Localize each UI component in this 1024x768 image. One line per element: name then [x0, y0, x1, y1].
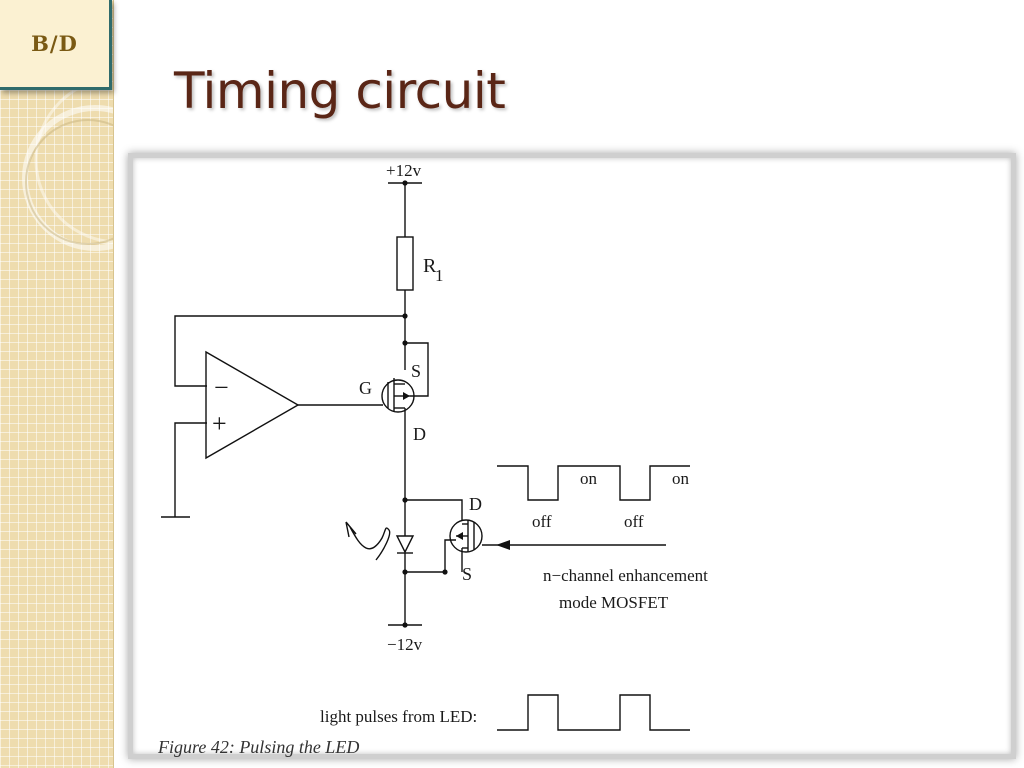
- wave-on-label-1: on: [580, 469, 598, 488]
- mosfet-type-line1: n−channel enhancement: [543, 566, 708, 585]
- mosfet-type-line2: mode MOSFET: [559, 593, 669, 612]
- mosfet2-source-label: S: [462, 564, 472, 584]
- light-emission-symbol: [345, 521, 391, 561]
- resistor-label: R: [423, 255, 437, 277]
- mosfet2-body: [449, 519, 483, 553]
- junction-dot: [402, 313, 408, 319]
- wave-off-label-2: off: [624, 512, 644, 531]
- light-pulses-label: light pulses from LED:: [320, 707, 477, 726]
- mosfet1-arrow: [403, 392, 410, 400]
- led-diode: [395, 535, 415, 554]
- resistor-subscript: 1: [435, 266, 444, 285]
- mosfet2-drain-label: D: [469, 494, 482, 514]
- logo-badge: B/D: [0, 0, 112, 90]
- mosfet2-source-wire: [405, 539, 456, 573]
- mosfet1-source-loop: [405, 342, 429, 397]
- wave-on-label-2: on: [672, 469, 690, 488]
- junction-dot: [402, 497, 408, 503]
- opamp-triangle: [205, 350, 300, 460]
- gate-waveform: [497, 465, 690, 501]
- junction-dot: [402, 622, 408, 628]
- mosfet1-drain-label: D: [413, 424, 426, 444]
- supply-top-label: +12v: [386, 161, 422, 180]
- decorative-rings: [22, 90, 113, 251]
- supply-bottom-label: −12v: [387, 635, 423, 654]
- junction-dot: [402, 340, 408, 346]
- slide-title: Timing circuit: [174, 62, 506, 120]
- light-pulse-waveform: [497, 694, 690, 731]
- logo-text: B/D: [31, 31, 78, 56]
- mosfet1-gate-label: G: [359, 378, 372, 398]
- ground-wire: [174, 422, 207, 517]
- mosfet2-drain-wire: [405, 499, 463, 520]
- junction-dot: [402, 180, 408, 186]
- opamp-plus-label: +: [212, 409, 227, 438]
- figure-caption: Figure 42: Pulsing the LED: [158, 737, 360, 757]
- mosfet1-source-label: S: [411, 361, 421, 381]
- resistor-r1: [396, 236, 414, 291]
- junction-dot: [442, 569, 448, 575]
- opamp-minus-label: −: [214, 373, 229, 402]
- gate-input-arrow: [496, 540, 510, 550]
- mosfet2-arrow: [456, 532, 463, 540]
- diagram-frame: [128, 153, 1016, 759]
- wave-off-label-1: off: [532, 512, 552, 531]
- feedback-wire: [174, 315, 405, 387]
- junction-dot: [402, 569, 408, 575]
